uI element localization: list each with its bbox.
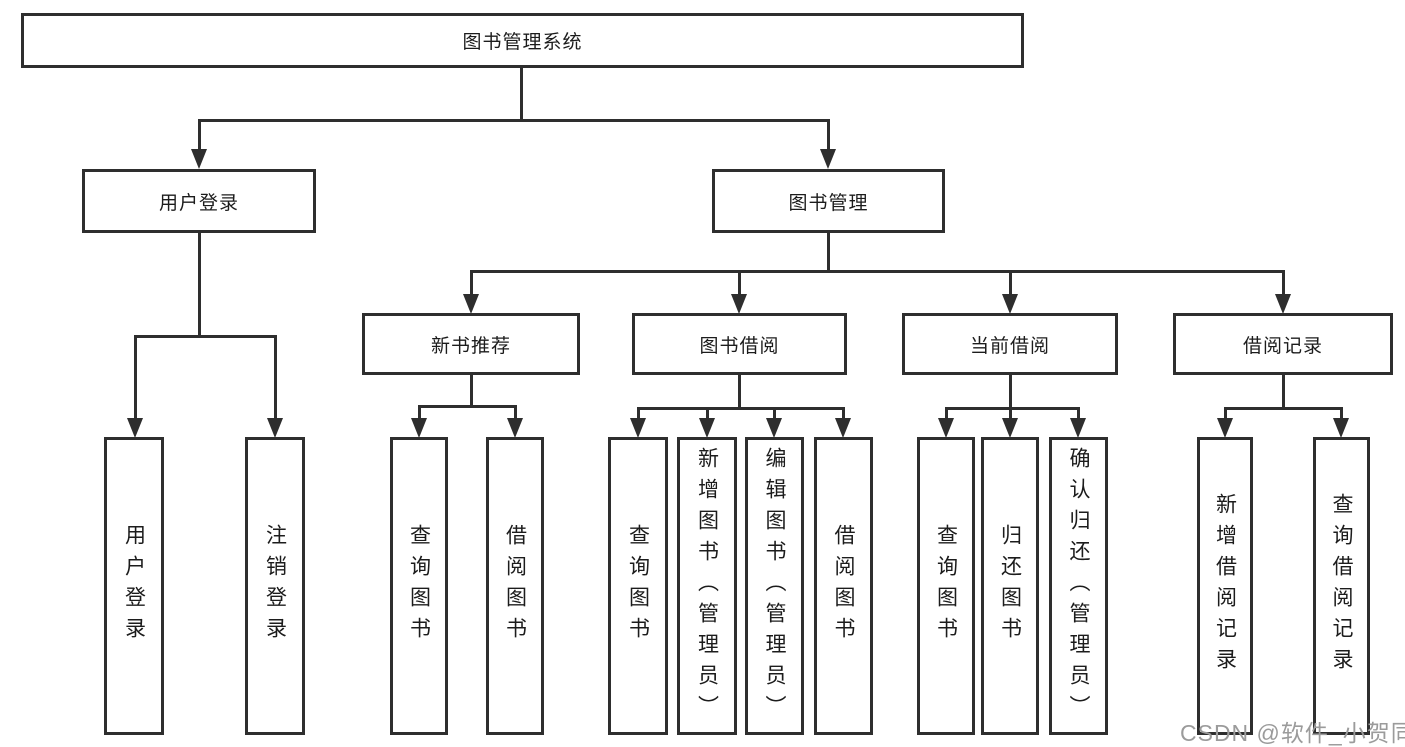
node-root: 图书管理系统 (21, 13, 1024, 68)
arrowhead-icon (835, 418, 851, 438)
arrowhead-icon (630, 418, 646, 438)
node-current-borrowing-label: 当前借阅 (969, 335, 1050, 357)
arrowhead-icon (463, 294, 479, 314)
connector-line (1224, 407, 1227, 420)
node-new-book-recommend-label: 新书推荐 (430, 335, 511, 357)
leaf-logout-label: 注销登录 (263, 524, 287, 648)
leaf-query-books-recommend: 查询图书 (390, 437, 448, 735)
node-book-borrowing-label: 图书借阅 (699, 335, 780, 357)
arrowhead-icon (699, 418, 715, 438)
connector-line (738, 375, 741, 410)
connector-line (198, 119, 830, 122)
leaf-borrow-books-recommend: 借阅图书 (486, 437, 544, 735)
connector-line (134, 335, 276, 338)
leaf-user-login: 用户登录 (104, 437, 164, 735)
arrowhead-icon (731, 294, 747, 314)
leaf-query-books-borrowing-label: 查询图书 (626, 524, 650, 648)
connector-line (842, 407, 845, 420)
arrowhead-icon (411, 418, 427, 438)
connector-line (1009, 407, 1012, 420)
connector-line (470, 375, 473, 408)
leaf-edit-books-admin: 编辑图书（管理员） (745, 437, 804, 735)
arrowhead-icon (267, 418, 283, 438)
node-root-label: 图书管理系统 (462, 32, 583, 53)
leaf-add-books-admin: 新增图书（管理员） (677, 437, 737, 735)
node-user-login-label: 用户登录 (158, 192, 239, 214)
leaf-query-books-recommend-label: 查询图书 (407, 524, 431, 648)
arrowhead-icon (1070, 418, 1086, 438)
arrowhead-icon (938, 418, 954, 438)
node-user-login: 用户登录 (82, 169, 316, 233)
connector-line (706, 407, 709, 420)
connector-line (419, 405, 517, 408)
connector-line (1225, 407, 1342, 410)
arrowhead-icon (507, 418, 523, 438)
arrowhead-icon (1002, 418, 1018, 438)
connector-line (274, 335, 277, 418)
connector-line (1282, 270, 1285, 295)
csdn-watermark: CSDN @软件_小贺同学 (1180, 720, 1405, 746)
leaf-query-books-current: 查询图书 (917, 437, 975, 735)
arrowhead-icon (1275, 294, 1291, 314)
leaf-logout: 注销登录 (245, 437, 305, 735)
leaf-add-books-admin-label: 新增图书（管理员） (695, 446, 719, 726)
node-book-borrowing: 图书借阅 (632, 313, 847, 375)
connector-line (773, 407, 776, 420)
leaf-query-books-current-label: 查询图书 (934, 524, 958, 648)
connector-line (520, 68, 523, 120)
connector-line (1009, 375, 1012, 410)
connector-line (1340, 407, 1343, 420)
connector-line (1077, 407, 1080, 420)
leaf-borrow-books-borrowing: 借阅图书 (814, 437, 873, 735)
arrowhead-icon (191, 149, 207, 169)
arrowhead-icon (1002, 294, 1018, 314)
arrowhead-icon (1217, 418, 1233, 438)
leaf-edit-books-admin-label: 编辑图书（管理员） (763, 446, 786, 726)
arrowhead-icon (1333, 418, 1349, 438)
leaf-add-borrow-record-label: 新增借阅记录 (1213, 493, 1237, 679)
connector-line (946, 407, 1079, 410)
leaf-query-borrow-record-label: 查询借阅记录 (1330, 493, 1353, 679)
connector-line (827, 119, 830, 151)
connector-line (1282, 375, 1285, 410)
leaf-confirm-return-admin-label: 确认归还（管理员） (1067, 446, 1090, 726)
node-borrowing-records-label: 借阅记录 (1242, 335, 1323, 357)
connector-line (638, 407, 844, 410)
connector-line (471, 270, 1284, 273)
leaf-confirm-return-admin: 确认归还（管理员） (1049, 437, 1108, 735)
node-borrowing-records: 借阅记录 (1173, 313, 1393, 375)
connector-line (514, 405, 517, 420)
node-book-management-label: 图书管理 (788, 192, 869, 214)
connector-line (198, 119, 201, 151)
node-new-book-recommend: 新书推荐 (362, 313, 580, 375)
connector-line (134, 335, 137, 418)
leaf-return-books-label: 归还图书 (998, 524, 1022, 648)
connector-line (470, 270, 473, 295)
connector-line (198, 233, 201, 336)
arrowhead-icon (820, 149, 836, 169)
arrowhead-icon (127, 418, 143, 438)
leaf-query-books-borrowing: 查询图书 (608, 437, 668, 735)
leaf-borrow-books-borrowing-label: 借阅图书 (832, 524, 855, 648)
connector-line (1009, 270, 1012, 295)
connector-line (637, 407, 640, 420)
leaf-borrow-books-recommend-label: 借阅图书 (503, 524, 527, 648)
connector-line (827, 233, 830, 273)
leaf-query-borrow-record: 查询借阅记录 (1313, 437, 1370, 735)
connector-line (418, 405, 421, 420)
connector-line (738, 270, 741, 295)
arrowhead-icon (766, 418, 782, 438)
connector-line (945, 407, 948, 420)
node-current-borrowing: 当前借阅 (902, 313, 1118, 375)
node-book-management: 图书管理 (712, 169, 945, 233)
leaf-add-borrow-record: 新增借阅记录 (1197, 437, 1253, 735)
leaf-user-login-label: 用户登录 (122, 524, 146, 648)
leaf-return-books: 归还图书 (981, 437, 1039, 735)
